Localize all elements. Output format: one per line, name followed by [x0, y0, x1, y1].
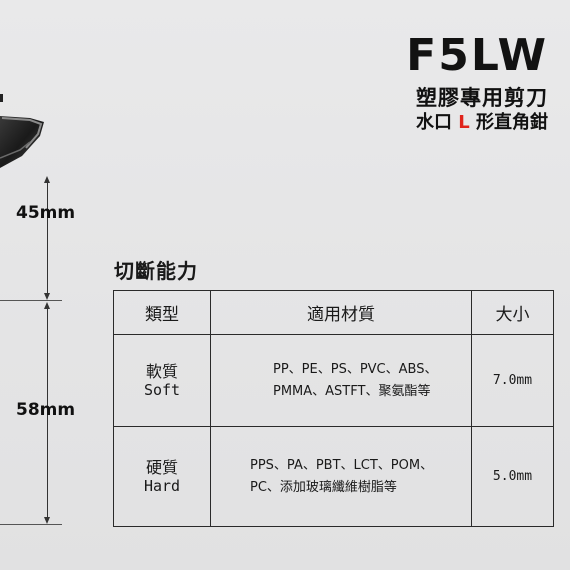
brand-header: F5LW 塑膠專用剪刀 水口 L 形直角鉗	[406, 34, 548, 134]
tagline-suffix: 形直角鉗	[469, 112, 548, 133]
table-row: 軟質 Soft PP、PE、PS、PVC、ABS、 PMMA、ASTFT、聚氨酯…	[113, 334, 554, 427]
header-materials: 適用材質	[210, 290, 472, 335]
header-type: 類型	[113, 290, 211, 335]
size-cell: 5.0mm	[471, 426, 554, 527]
materials-line: PPS、PA、PBT、LCT、POM、	[250, 457, 434, 473]
table-header-row: 類型 適用材質 大小	[113, 290, 554, 335]
product-tagline: 水口 L 形直角鉗	[406, 112, 548, 134]
plier-jaw-tip-image	[0, 94, 44, 168]
materials-line: PMMA、ASTFT、聚氨酯等	[273, 383, 431, 399]
size-cell: 7.0mm	[471, 334, 554, 427]
table-title: 切斷能力	[114, 259, 198, 283]
type-en: Hard	[143, 476, 181, 495]
upper-dimension-label: 45mm	[16, 203, 76, 223]
materials-line: PP、PE、PS、PVC、ABS、	[273, 361, 438, 377]
table-row: 硬質 Hard PPS、PA、PBT、LCT、POM、 PC、添加玻璃纖維樹脂等…	[113, 426, 554, 527]
type-cell: 硬質 Hard	[113, 426, 211, 527]
tagline-highlight: L	[458, 112, 470, 133]
type-en: Soft	[143, 380, 181, 399]
brand-logo: F5LW	[406, 30, 548, 81]
dimension-bottom-line	[0, 524, 62, 525]
type-zh: 硬質	[145, 457, 178, 477]
materials-cell: PP、PE、PS、PVC、ABS、 PMMA、ASTFT、聚氨酯等	[210, 334, 472, 427]
lower-dimension-label: 58mm	[16, 400, 76, 420]
type-zh: 軟質	[145, 361, 178, 381]
cutting-capacity-table: 類型 適用材質 大小 軟質 Soft PP、PE、PS、PVC、ABS、 PMM…	[113, 290, 554, 527]
materials-line: PC、添加玻璃纖維樹脂等	[250, 479, 397, 495]
header-size: 大小	[471, 290, 554, 335]
product-subtitle: 塑膠專用剪刀	[416, 86, 548, 110]
type-cell: 軟質 Soft	[113, 334, 211, 427]
tagline-prefix: 水口	[415, 112, 459, 133]
materials-cell: PPS、PA、PBT、LCT、POM、 PC、添加玻璃纖維樹脂等	[210, 426, 472, 527]
dimension-divider-line	[0, 300, 62, 301]
